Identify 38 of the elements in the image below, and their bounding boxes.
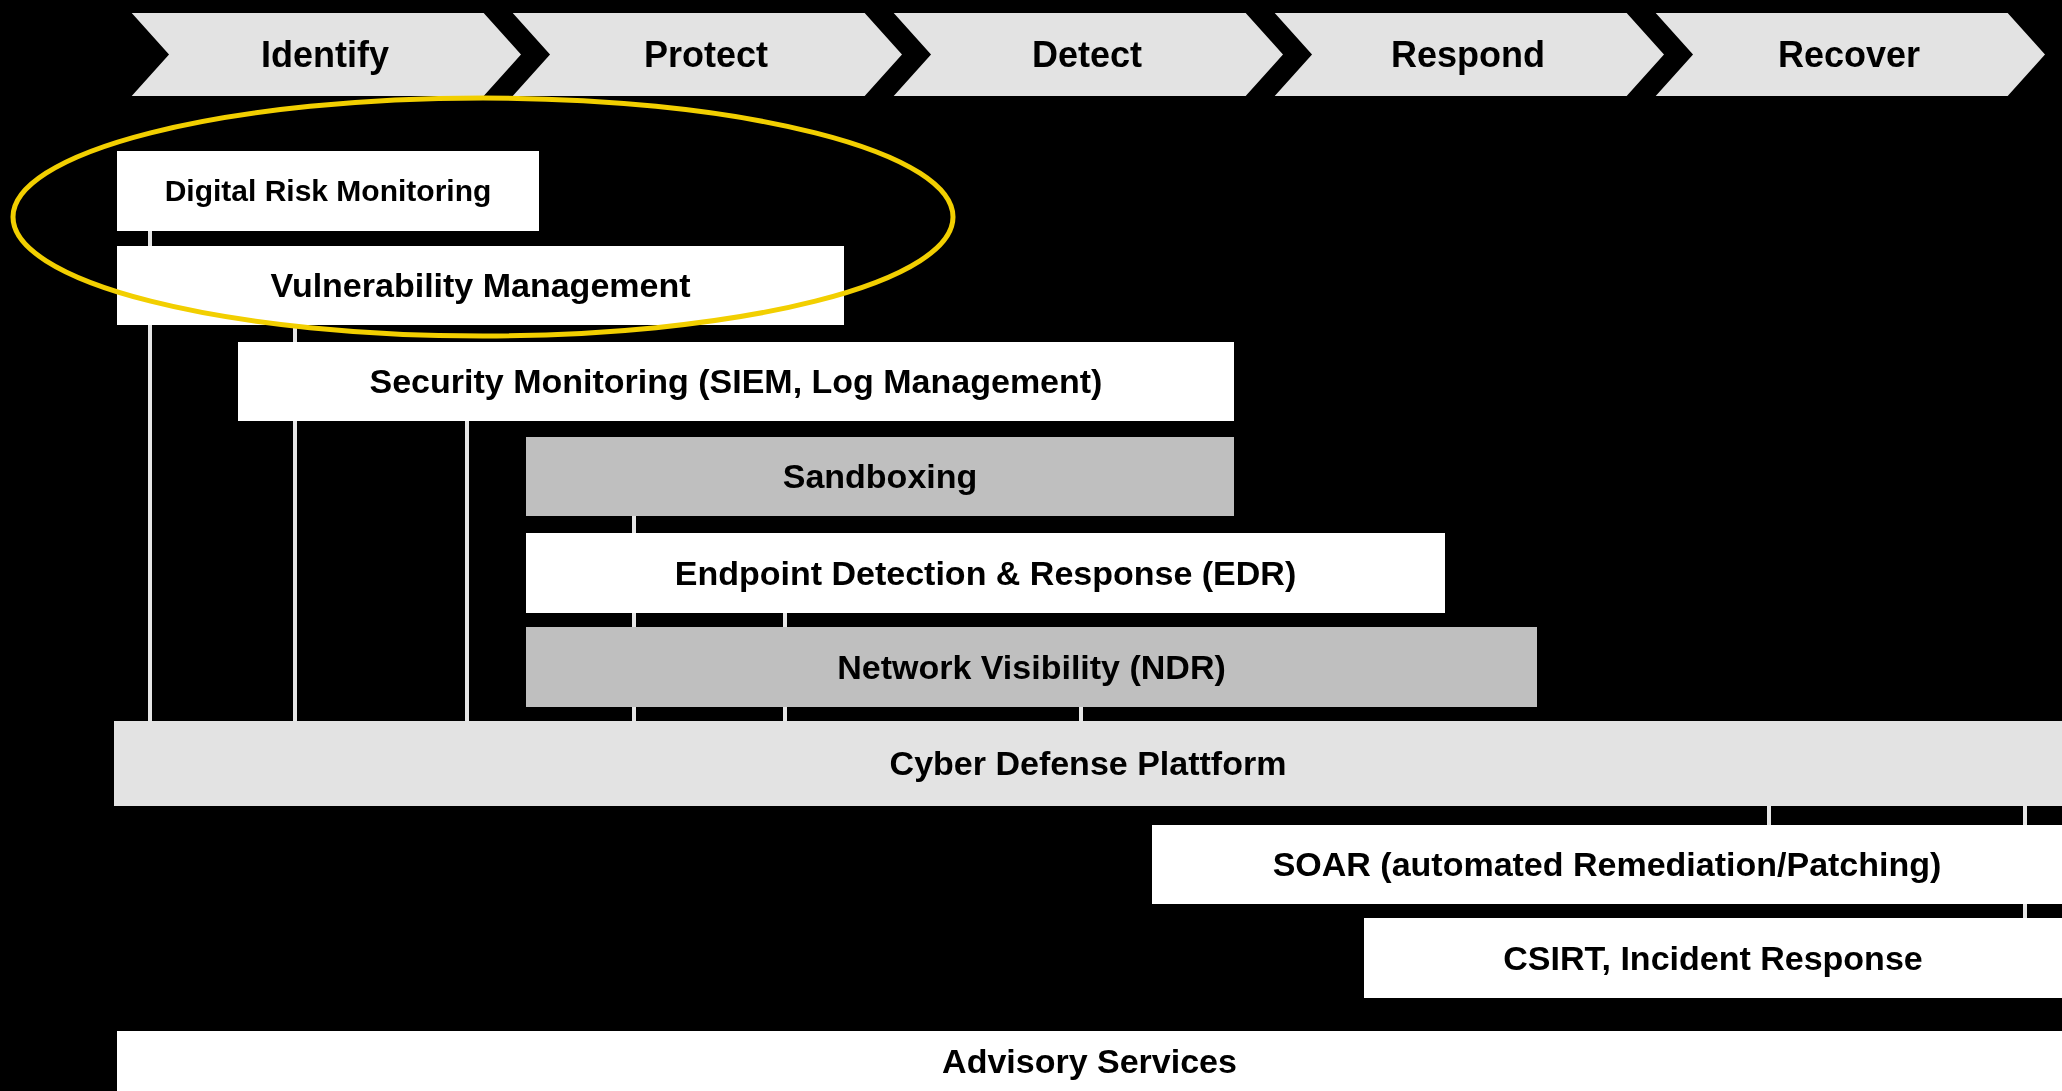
box-label: Vulnerability Management (270, 266, 691, 305)
connector-line (148, 231, 152, 246)
connector-line (783, 613, 787, 627)
phase-label: Recover (1777, 33, 1921, 76)
process-box (117, 151, 539, 231)
connector-line (783, 707, 787, 721)
connector-line (2023, 806, 2027, 825)
connector-line (1767, 806, 1771, 825)
box-label: CSIRT, Incident Response (1503, 938, 1923, 978)
process-box (526, 627, 1537, 707)
box-label: Security Monitoring (SIEM, Log Management) (369, 362, 1103, 401)
process-box (526, 437, 1234, 516)
process-box (1364, 918, 2062, 998)
box-label: Cyber Defense Plattform (889, 744, 1287, 783)
connector-line (293, 421, 297, 721)
connector-line (632, 707, 636, 721)
phase-label: Protect (644, 33, 768, 76)
process-box (117, 246, 844, 325)
box-label: SOAR (automated Remediation/Patching) (1272, 845, 1942, 884)
phase-label: Identify (261, 33, 389, 76)
connector-line (148, 325, 152, 721)
box-label: Endpoint Detection & Response (EDR) (674, 553, 1297, 593)
box-label: Digital Risk Monitoring (164, 174, 492, 208)
connector-line (1079, 707, 1083, 721)
box-label: Network Visibility (NDR) (837, 647, 1226, 687)
connector-line (465, 421, 469, 721)
connector-line (632, 613, 636, 627)
phase-label: Detect (1031, 33, 1142, 76)
connector-line (2023, 904, 2027, 918)
platform-bar (114, 721, 2062, 806)
process-box (526, 533, 1445, 613)
phase-label: Respond (1391, 33, 1545, 76)
process-box (117, 1031, 2062, 1091)
connector-line (632, 516, 636, 533)
box-label: Advisory Services (942, 1041, 1237, 1081)
process-box (238, 342, 1234, 421)
process-box (1152, 825, 2062, 904)
box-label: Sandboxing (782, 457, 978, 496)
